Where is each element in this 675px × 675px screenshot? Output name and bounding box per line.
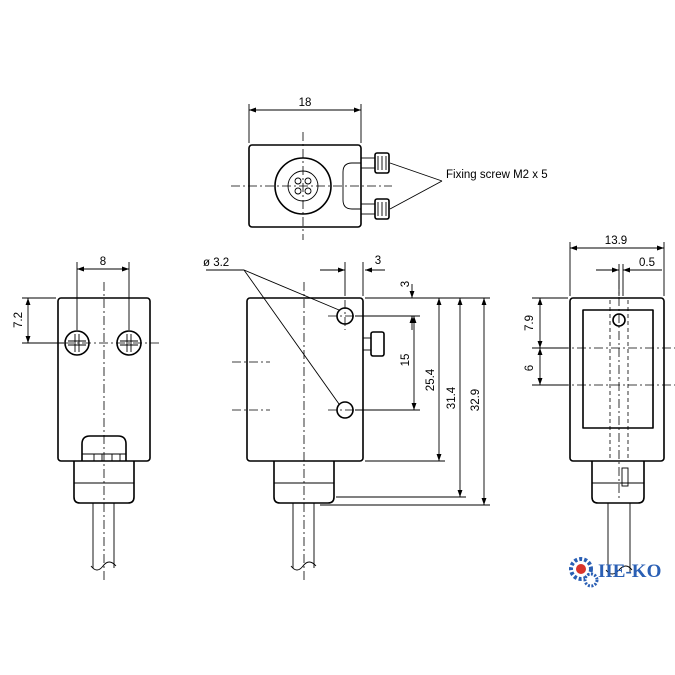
dim-overall-height: 32.9 xyxy=(470,389,482,411)
dim-lens-mid: 6 xyxy=(524,365,536,371)
fixing-screw-bottom xyxy=(360,198,390,220)
dim-top-hole-offset: 3 xyxy=(400,281,412,287)
side-view: ø 3.2 3 3 15 25.4 31.4 32.9 xyxy=(203,255,490,580)
dim-screw-offset: 3 xyxy=(375,255,381,267)
side-view-body xyxy=(246,297,364,462)
rear-view-body xyxy=(569,297,665,462)
dim-hole-diameter: ø 3.2 xyxy=(203,257,229,269)
rear-view: 13.9 0.5 7.9 6 xyxy=(524,235,675,575)
cable-rear xyxy=(605,503,633,575)
dim-body-plus-collar: 31.4 xyxy=(446,386,458,409)
side-screw xyxy=(362,331,385,357)
cable-front xyxy=(90,503,117,571)
fixing-screw-label: Fixing screw M2 x 5 xyxy=(446,169,548,181)
brand-logo: IIE-KO xyxy=(569,557,661,588)
screw-bracket xyxy=(342,162,361,210)
dim-lens-top: 7.9 xyxy=(524,315,536,331)
logo-text: IIE-KO xyxy=(598,561,661,582)
dim-body-height: 25.4 xyxy=(425,368,437,391)
top-view: 18 Fixing screw M2 x 5 xyxy=(231,97,548,240)
dim-top-width: 18 xyxy=(299,97,312,109)
front-view: 8 7.2 xyxy=(13,256,162,580)
fixing-screw-top xyxy=(360,152,390,174)
cable-side xyxy=(290,503,317,571)
dim-side-offset: 0.5 xyxy=(639,257,655,269)
dim-front-height-offset: 7.2 xyxy=(13,312,25,328)
dim-side-width: 13.9 xyxy=(605,235,627,247)
dim-hole-spacing: 15 xyxy=(400,354,412,367)
dim-front-width: 8 xyxy=(100,256,106,268)
connector-pins xyxy=(294,177,312,195)
indicator-led xyxy=(621,467,629,487)
lens-window xyxy=(582,309,654,429)
gear-icon xyxy=(569,557,599,588)
